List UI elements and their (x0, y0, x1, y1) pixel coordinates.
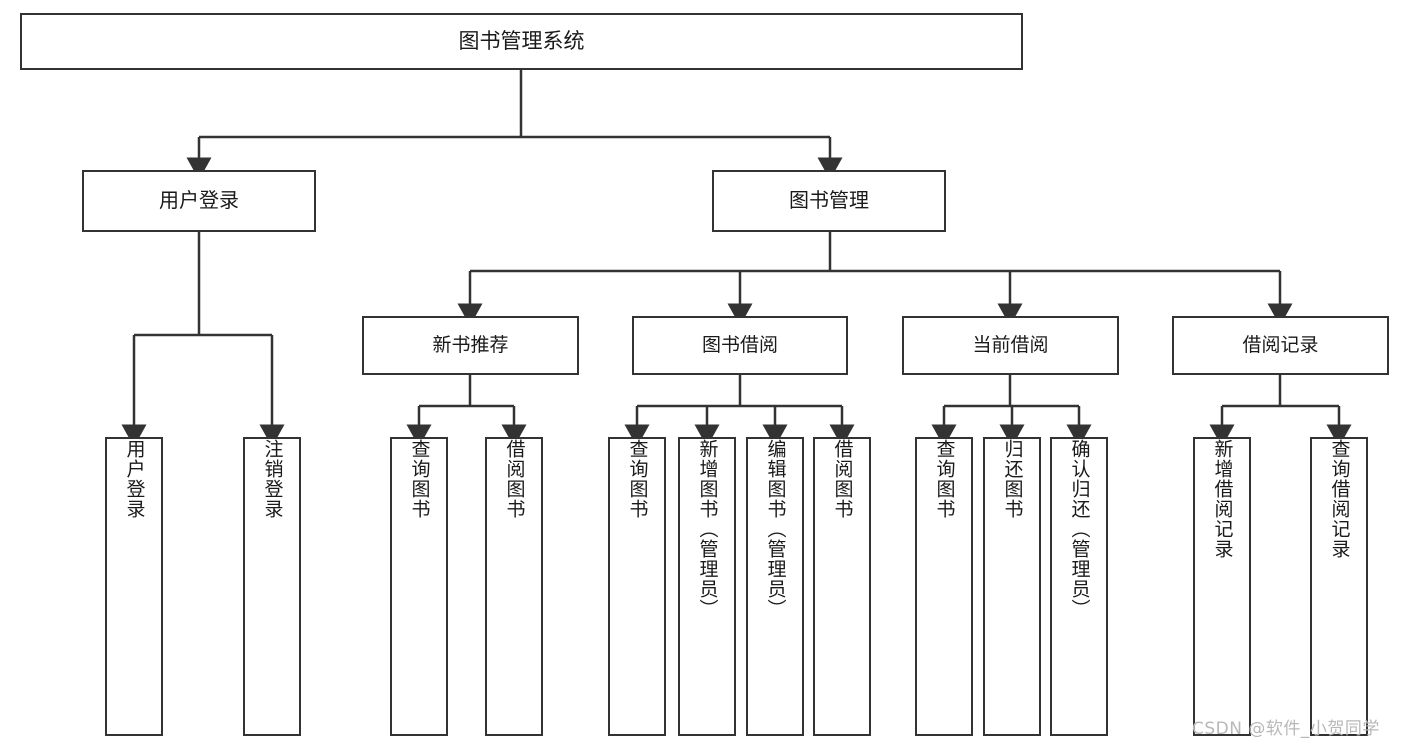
node-root-label: 图书管理系统 (458, 29, 585, 54)
node-leaf-logout-label: 注销登录 (261, 439, 284, 519)
node-leaf-logout[interactable]: 注销登录 (243, 437, 301, 736)
node-leaf-user-login[interactable]: 用户登录 (105, 437, 163, 736)
node-book-manage-label: 图书管理 (789, 188, 869, 213)
node-new-book-rec[interactable]: 新书推荐 (362, 316, 579, 375)
node-leaf-add-book[interactable]: 新增图书（管理员） (678, 437, 736, 736)
node-leaf-borrow-book-2[interactable]: 借阅图书 (813, 437, 871, 736)
node-leaf-borrow-book-1[interactable]: 借阅图书 (485, 437, 543, 736)
node-leaf-query-book-3[interactable]: 查询图书 (915, 437, 973, 736)
watermark: CSDN @软件_小贺同学 (1192, 719, 1380, 739)
node-leaf-edit-book-label: 编辑图书（管理员） (764, 439, 787, 619)
node-leaf-query-record-label: 查询借阅记录 (1328, 439, 1351, 559)
node-leaf-user-login-label: 用户登录 (123, 439, 146, 519)
node-leaf-query-record[interactable]: 查询借阅记录 (1310, 437, 1368, 736)
node-leaf-query-book-2-label: 查询图书 (626, 439, 649, 519)
node-borrow-record-label: 借阅记录 (1242, 334, 1319, 357)
node-leaf-confirm-return[interactable]: 确认归还（管理员） (1050, 437, 1108, 736)
node-new-book-rec-label: 新书推荐 (432, 334, 509, 357)
node-current-borrow-label: 当前借阅 (972, 334, 1049, 357)
node-leaf-borrow-book-2-label: 借阅图书 (831, 439, 854, 519)
node-book-borrow-label: 图书借阅 (701, 334, 778, 357)
node-leaf-add-book-label: 新增图书（管理员） (696, 439, 719, 619)
node-borrow-record[interactable]: 借阅记录 (1172, 316, 1389, 375)
node-leaf-query-book-1-label: 查询图书 (408, 439, 431, 519)
node-leaf-query-book-3-label: 查询图书 (933, 439, 956, 519)
node-leaf-edit-book[interactable]: 编辑图书（管理员） (746, 437, 804, 736)
node-leaf-borrow-book-1-label: 借阅图书 (503, 439, 526, 519)
node-book-borrow[interactable]: 图书借阅 (632, 316, 848, 375)
node-book-manage[interactable]: 图书管理 (712, 170, 946, 232)
node-leaf-query-book-2[interactable]: 查询图书 (608, 437, 666, 736)
node-leaf-return-book[interactable]: 归还图书 (983, 437, 1041, 736)
node-user-login-label: 用户登录 (159, 188, 239, 213)
node-current-borrow[interactable]: 当前借阅 (902, 316, 1119, 375)
node-leaf-add-record-label: 新增借阅记录 (1211, 439, 1234, 559)
node-leaf-query-book-1[interactable]: 查询图书 (390, 437, 448, 736)
node-leaf-add-record[interactable]: 新增借阅记录 (1193, 437, 1251, 736)
node-leaf-confirm-return-label: 确认归还（管理员） (1068, 439, 1091, 619)
node-user-login[interactable]: 用户登录 (82, 170, 316, 232)
node-leaf-return-book-label: 归还图书 (1001, 439, 1024, 519)
node-root[interactable]: 图书管理系统 (20, 13, 1023, 70)
